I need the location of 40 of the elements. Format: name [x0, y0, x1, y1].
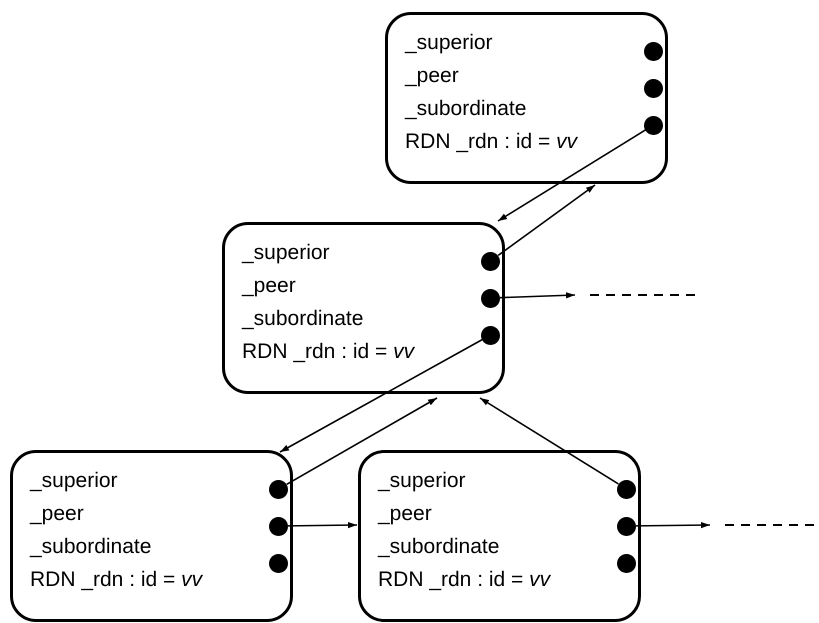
connection-dot [617, 480, 636, 498]
attribute-label: _subordinate [378, 535, 500, 559]
attribute-label: _peer [30, 502, 84, 526]
rdn-label: RDN _rdn : id = vv [242, 340, 414, 364]
arrow [480, 397, 619, 485]
connection-dot [481, 288, 500, 308]
attribute-label: _superior [378, 469, 466, 493]
connection-dot [617, 554, 636, 572]
connection-dot [269, 516, 288, 536]
attribute-label: _subordinate [30, 535, 152, 559]
attribute-label: _peer [405, 64, 459, 88]
object-box [10, 450, 293, 622]
arrow [288, 522, 358, 528]
object-box [385, 12, 668, 184]
connection-dot [617, 516, 636, 536]
connection-dot [644, 78, 663, 98]
attribute-label: _subordinate [405, 97, 526, 121]
object-box [222, 222, 505, 394]
attribute-label: _superior [405, 31, 493, 55]
arrow [286, 397, 438, 485]
connection-dot [481, 326, 500, 344]
arrow [498, 184, 596, 256]
object-box [358, 450, 641, 622]
connection-dot [644, 42, 663, 60]
attribute-label: _peer [242, 274, 296, 298]
rdn-label: RDN _rdn : id = vv [405, 130, 578, 154]
connection-dot [269, 554, 288, 572]
attribute-label: _peer [378, 502, 432, 526]
rdn-label: RDN _rdn : id = vv [30, 568, 202, 592]
arrow [636, 522, 710, 528]
arrow [498, 129, 646, 222]
connection-dot [481, 252, 500, 270]
attribute-label: _superior [242, 241, 330, 265]
arrow [500, 292, 576, 298]
attribute-label: _superior [30, 469, 118, 493]
attribute-label: _subordinate [242, 307, 364, 331]
connection-dot [644, 116, 663, 134]
arrow [280, 338, 483, 453]
connection-dot [269, 480, 288, 498]
rdn-label: RDN _rdn : id = vv [378, 568, 550, 592]
